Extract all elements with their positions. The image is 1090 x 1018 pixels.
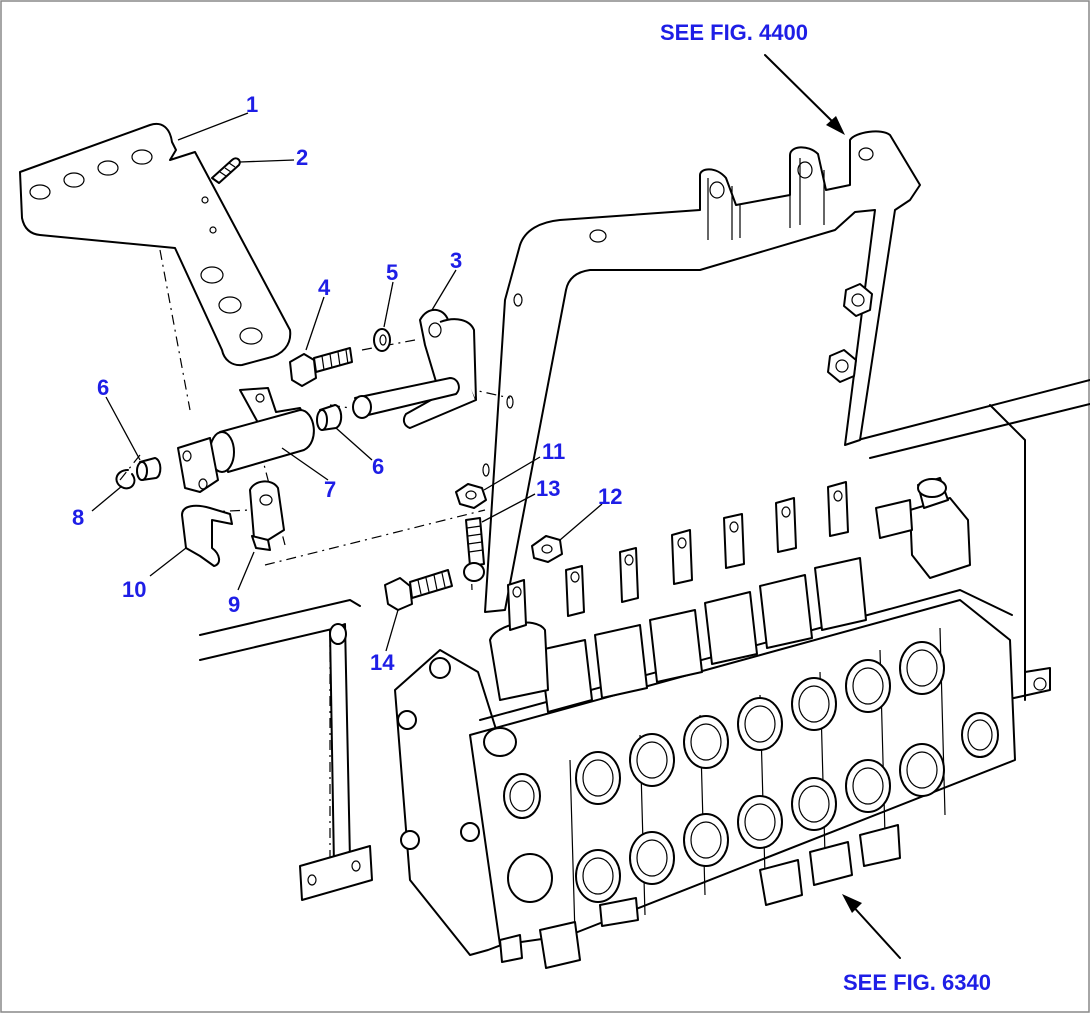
spool-stems	[507, 481, 849, 631]
nut-part-12	[531, 535, 563, 563]
callout-3: 3	[450, 248, 462, 273]
rod-end-part-13	[463, 517, 485, 582]
bottom-caps	[499, 824, 901, 969]
reference-arrow-top	[764, 54, 845, 135]
control-valve	[394, 477, 1016, 969]
clip-pin-part-10	[181, 504, 233, 567]
callout-11: 11	[542, 439, 565, 464]
pivot-tube-part-7	[177, 387, 315, 493]
reference-arrow-bottom	[842, 894, 901, 959]
callout-6b: 6	[372, 454, 384, 479]
callout-14: 14	[370, 650, 395, 675]
valve-ports	[485, 641, 999, 903]
callout-4: 4	[318, 275, 331, 300]
callout-labels: 1 2 3 4 5 6 6 7 8 9 10 11 12 13 14	[72, 92, 622, 675]
callout-6a: 6	[97, 375, 109, 400]
pedal-plate	[19, 123, 292, 367]
callout-13: 13	[536, 476, 560, 501]
callout-7: 7	[324, 477, 336, 502]
nut-part-11	[455, 483, 487, 509]
shaft-bracket-part-3	[352, 308, 477, 429]
spool-caps	[489, 557, 867, 713]
snap-ring-part-8	[115, 469, 136, 490]
callout-8: 8	[72, 505, 84, 530]
callout-2: 2	[296, 145, 308, 170]
washer-part-5	[373, 328, 391, 352]
screw-part-2	[211, 157, 241, 184]
bolt-part-14	[384, 569, 453, 611]
callout-12: 12	[598, 484, 622, 509]
callout-9: 9	[228, 592, 240, 617]
bolt-part-4	[289, 347, 353, 387]
floor-rails	[199, 379, 1090, 701]
callout-10: 10	[122, 577, 146, 602]
callout-1: 1	[246, 92, 258, 117]
callout-5: 5	[386, 260, 398, 285]
bushing-part-6	[136, 404, 343, 481]
clevis-part-9	[249, 480, 285, 551]
leader-lines	[91, 112, 603, 652]
linkage-rod	[299, 623, 373, 901]
reference-label-bottom: SEE FIG. 6340	[843, 970, 991, 995]
reference-label-top: SEE FIG. 4400	[660, 20, 808, 45]
bracket-frame	[482, 130, 921, 613]
